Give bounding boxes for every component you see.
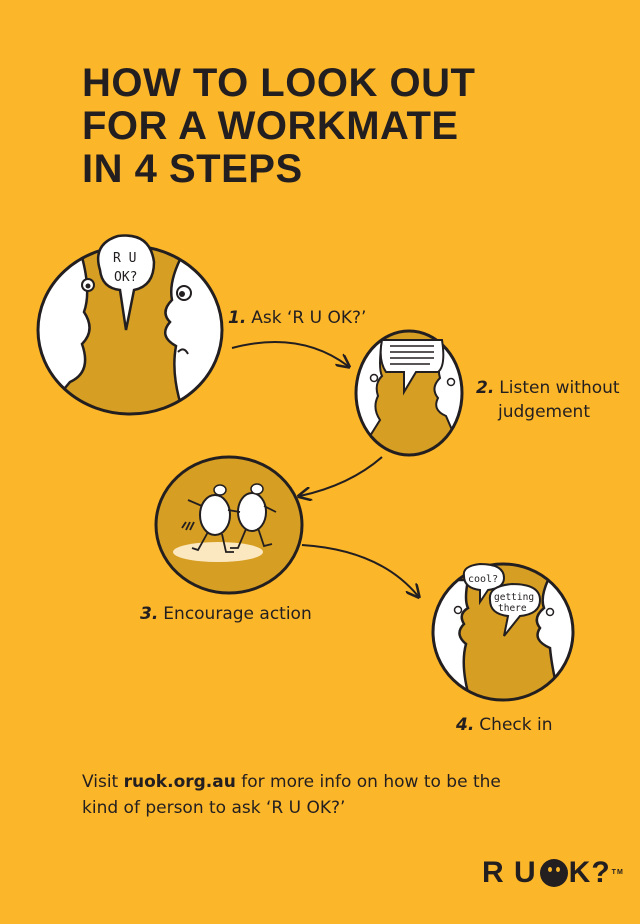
flow-arrows [231,341,418,596]
bubble-ruok-line1: R U [113,251,136,266]
page-title: HOW TO LOOK OUT FOR A WORKMATE IN 4 STEP… [82,62,602,191]
arrow-2-to-3 [300,456,383,496]
circle-step-3 [154,455,304,595]
title-line-1: HOW TO LOOK OUT [82,61,476,105]
step-1-label: 1.Ask ‘R U OK?’ [228,306,366,330]
step-3-text: Encourage action [163,604,312,624]
logo-text-right: K? [568,856,611,889]
bubble-ruok-line2: OK? [114,270,137,285]
bubble-there: there [498,603,527,614]
step-2-text-line1: Listen without [499,378,620,398]
title-line-2: FOR A WORKMATE [82,104,459,148]
footer-link[interactable]: ruok.org.au [123,772,236,792]
bubble-cool: cool? [468,574,498,585]
step-2-number: 2. [476,378,495,398]
footer-text: Visit ruok.org.au for more info on how t… [82,769,502,821]
ruok-logo: R U K? TM [482,856,624,890]
circle-step-2 [354,329,464,457]
step-2-label: 2.Listen without judgement [476,376,636,424]
step-1-number: 1. [228,308,247,328]
logo-text-left: R U [482,856,537,889]
arrow-1-to-2 [231,341,348,366]
footer-prefix: Visit [82,772,124,792]
arrow-3-to-4 [301,544,418,596]
circle-step-1: R U OK? [36,234,224,416]
step-4-number: 4. [456,715,475,735]
title-line-3: IN 4 STEPS [82,147,303,191]
step-3-label: 3.Encourage action [140,602,312,626]
step-4-label: 4.Check in [456,713,553,737]
step-2-text-line2: judgement [498,402,590,422]
step-1-text: Ask ‘R U OK?’ [251,308,367,328]
logo-trademark: TM [611,869,624,876]
logo-smiley-o-icon [539,859,568,887]
footer-suffix: for more info on how to be the kind of p… [82,772,501,818]
circle-step-4: cool? getting there [431,562,575,702]
step-3-number: 3. [140,604,159,624]
step-4-text: Check in [479,715,553,735]
bubble-getting: getting [494,592,534,603]
